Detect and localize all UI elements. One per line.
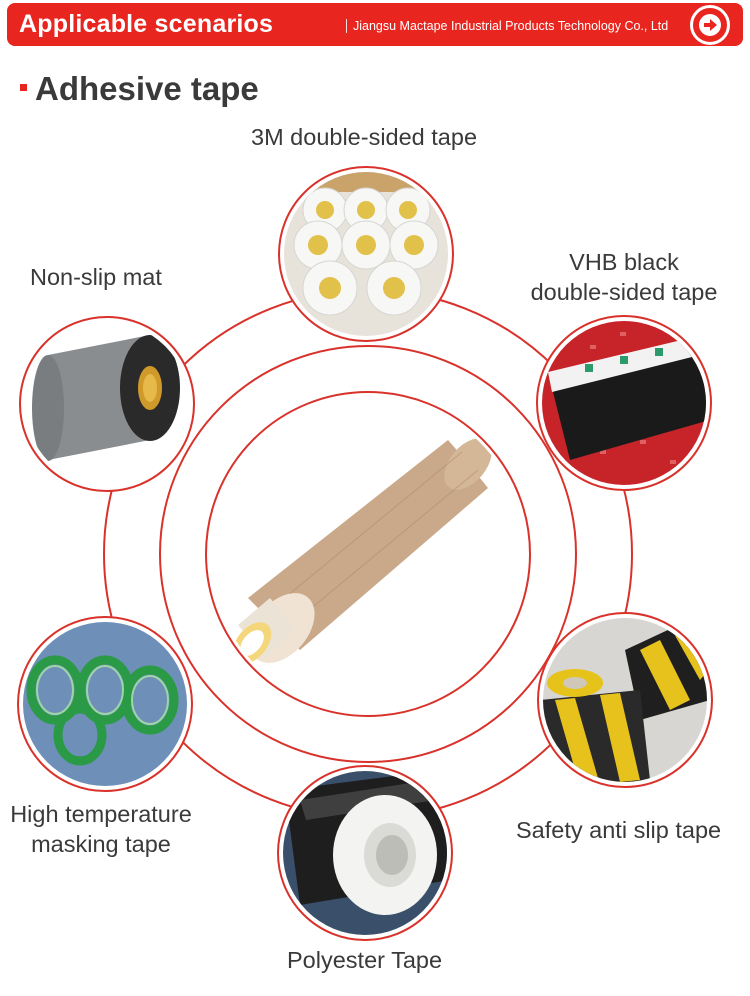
banner-title: Applicable scenarios: [19, 10, 274, 38]
center-product-image: [210, 396, 526, 712]
section-title: Adhesive tape: [20, 70, 259, 108]
upper-right-product-image: [542, 321, 706, 485]
label-high-temp-line2: masking tape: [31, 831, 171, 857]
label-non-slip-mat: Non-slip mat: [30, 264, 162, 290]
label-high-temp-line1: High temperature: [10, 801, 192, 827]
upper-left-product-image: [25, 322, 189, 486]
top-product-image: [284, 172, 448, 336]
arrow-right-icon: [699, 14, 721, 36]
label-polyester-tape: Polyester Tape: [287, 947, 443, 973]
next-button[interactable]: [690, 5, 730, 45]
inner-ring: [205, 391, 531, 717]
lower-right-product-image: [543, 618, 707, 782]
section-title-text: Adhesive tape: [35, 70, 259, 107]
label-vhb-black-line1: VHB black: [569, 249, 679, 275]
label-3m-double-sided-tape: 3M double-sided tape: [251, 124, 478, 150]
header-banner: Applicable scenarios Jiangsu Mactape Ind…: [7, 3, 743, 46]
lower-left-product-image: [23, 622, 187, 786]
bullet-square: [20, 83, 27, 91]
middle-ring: [159, 345, 577, 763]
label-vhb-black-line2: double-sided tape: [530, 279, 718, 305]
bottom-product-image: [283, 771, 447, 935]
label-safety-anti-slip-tape: Safety anti slip tape: [516, 817, 722, 843]
company-name: Jiangsu Mactape Industrial Products Tech…: [346, 19, 668, 33]
